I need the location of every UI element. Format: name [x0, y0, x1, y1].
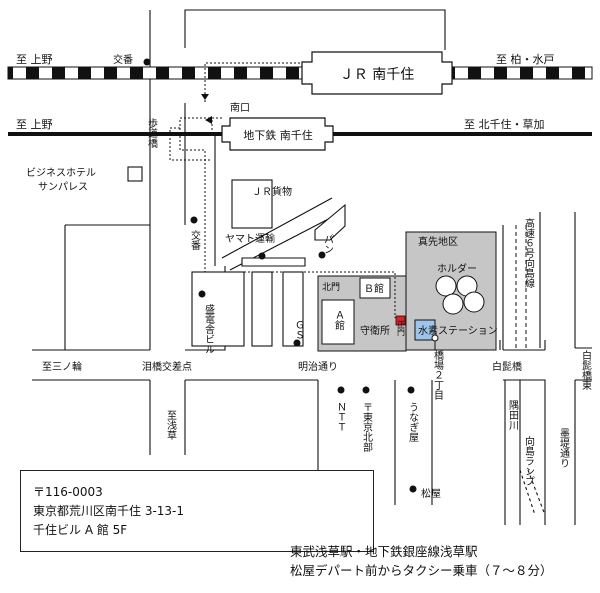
- route-arrow-left: [205, 116, 212, 124]
- route-arrow-down: [201, 94, 209, 100]
- sumida-river: [499, 340, 546, 525]
- holder-tanks: [435, 275, 485, 315]
- jr-cargo-building: [231, 179, 273, 229]
- site-area: [317, 231, 497, 352]
- north-gate-label: 北門: [322, 282, 340, 293]
- ntt-label: ＮＴＴ: [335, 402, 346, 432]
- masaki-label: 真先地区: [418, 235, 458, 248]
- namidabashi-label: 泪橋交差点: [142, 360, 192, 373]
- expressway: [502, 225, 541, 348]
- asakusa-label: 至浅草: [165, 410, 177, 440]
- shirahige-label: 白髭橋: [492, 360, 522, 373]
- hydrogen-station-box: [414, 319, 436, 341]
- jr-station[interactable]: ＪＲ 南千住: [301, 51, 453, 95]
- jr-west-label: 至 上野: [16, 53, 53, 66]
- post-office-label: 〒東京北部: [361, 402, 373, 453]
- building-b-label: Ｂ館: [364, 282, 384, 295]
- traffic-light: [431, 334, 439, 350]
- expressway-label: 高速６号向島線: [523, 217, 535, 288]
- subway-station-label: 地下鉄 南千住: [243, 128, 313, 142]
- denden-label: 盛電舎ビル: [203, 303, 215, 354]
- jr-railway: [7, 66, 593, 80]
- hashiba-label: 橋場２丁目: [432, 349, 444, 400]
- pan-label: パン: [322, 234, 334, 254]
- building-b: [359, 277, 391, 299]
- bokutei-label: 墨堤通り: [558, 428, 570, 468]
- meiji-label: 明治通り: [298, 360, 338, 373]
- jr-east-label: 至 柏・水戸: [496, 52, 555, 66]
- jr-cargo-label: ＪＲ貨物: [252, 185, 292, 198]
- building-a: [321, 299, 355, 345]
- matsuya-label: 松屋: [421, 487, 441, 500]
- main-gate-marker: [395, 315, 406, 326]
- address-line2: 千住ビル A 館 5F: [33, 523, 128, 537]
- postal-code: 〒116-0003: [33, 485, 103, 499]
- hydrogen-label: 水素ステーション: [418, 324, 498, 337]
- yamato-label: ヤマト運輸: [225, 232, 275, 245]
- subway-east-label: 至 北千住・草加: [464, 117, 545, 131]
- holder-label: ホルダー: [437, 262, 477, 275]
- shirahige-east-label: 白髭橋東: [580, 349, 592, 391]
- sumida-label: 隅田川: [507, 400, 519, 430]
- mukojima-ramp-label: 向島ランプ: [523, 435, 535, 486]
- south-exit-label: 南口: [230, 101, 250, 114]
- pedestrian-bridge-label: 歩道橋: [146, 117, 158, 149]
- building-a-label: Ａ館: [333, 310, 345, 331]
- access-line2: 松屋デパート前からタクシー乗車（７～８分）: [290, 563, 553, 578]
- minowa-label: 至三ノ輪: [42, 360, 82, 373]
- address-box: 〒116-0003 東京都荒川区南千住 3-13-1 千住ビル A 館 5F: [20, 470, 374, 552]
- upper-road-loop: [184, 9, 446, 50]
- gs-label: ＧＳ: [293, 320, 304, 340]
- access-line1: 東武浅草駅・地下鉄銀座線浅草駅: [290, 544, 478, 559]
- hotel-building: [127, 166, 143, 182]
- jr-station-label: ＪＲ 南千住: [340, 67, 414, 83]
- unagi-label: うなぎ屋: [407, 402, 419, 442]
- subway-west-label: 至 上野: [16, 118, 53, 131]
- guard-label: 守衛所: [360, 324, 390, 337]
- map-dots: [143, 58, 417, 493]
- koban-top-label: 交番: [113, 53, 133, 66]
- hotel-label-1: ビジネスホテル: [26, 167, 96, 179]
- building-blocks: [127, 166, 346, 347]
- hotel-label-2: サンパレス: [38, 181, 88, 193]
- koban-left-label: 交番: [189, 229, 201, 251]
- main-gate-label: 正門: [397, 320, 406, 337]
- access-note: 東武浅草駅・地下鉄銀座線浅草駅 松屋デパート前からタクシー乗車（７～８分）: [290, 542, 590, 580]
- address-line1: 東京都荒川区南千住 3-13-1: [33, 504, 185, 518]
- subway-station[interactable]: 地下鉄 南千住: [221, 117, 334, 151]
